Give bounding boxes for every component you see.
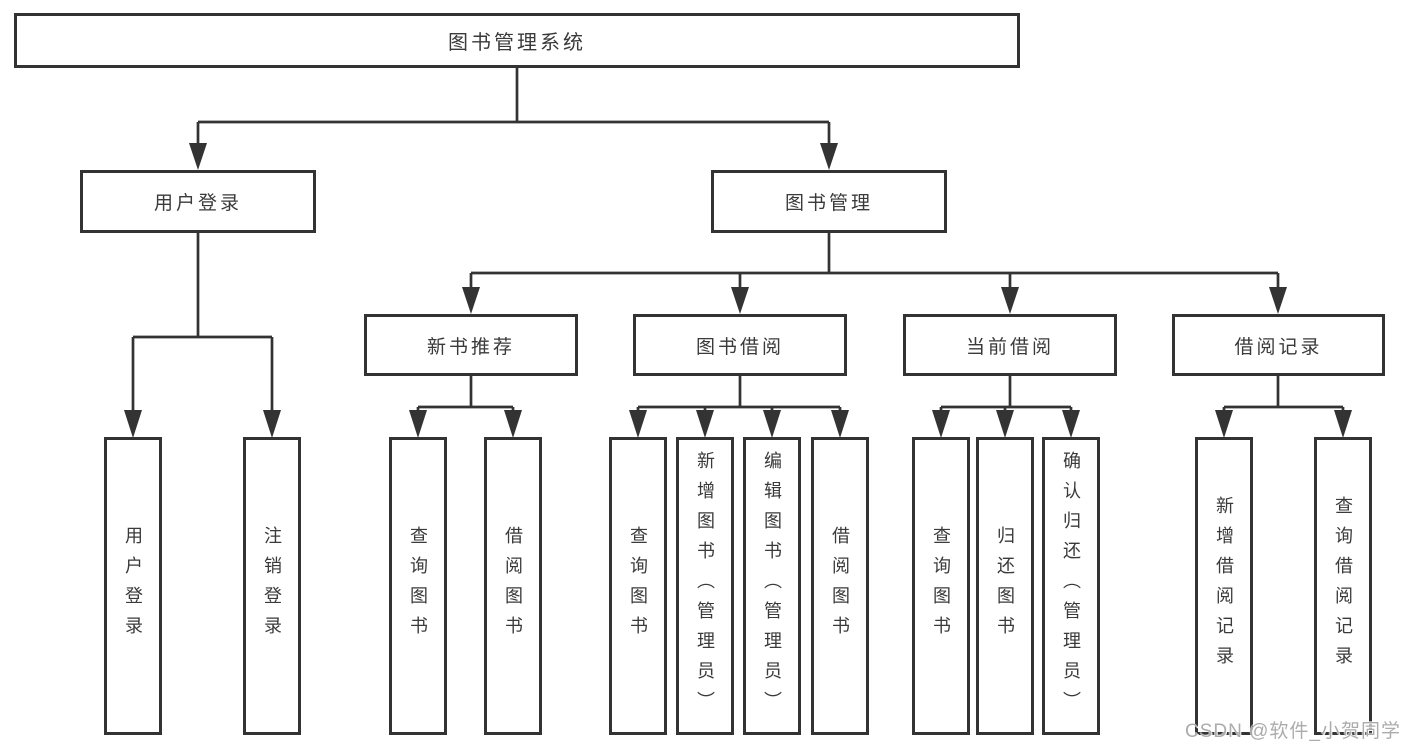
- leaf-return-books: 归还图书: [976, 437, 1034, 735]
- leaf-confirm-return-admin: 确认归还（管理员）: [1042, 437, 1100, 735]
- node-label: 查询借阅记录: [1333, 496, 1353, 676]
- node-label: 当前借阅: [965, 336, 1054, 358]
- leaf-query-books-2: 查询图书: [609, 437, 667, 735]
- leaf-query-books-3: 查询图书: [912, 437, 970, 735]
- node-label: 新增借阅记录: [1214, 496, 1234, 676]
- leaf-logout: 注销登录: [243, 437, 301, 735]
- leaf-add-books-admin: 新增图书（管理员）: [676, 437, 734, 735]
- node-book-management: 图书管理: [711, 170, 947, 233]
- node-label: 用户登录: [153, 193, 242, 214]
- leaf-query-books-1: 查询图书: [389, 437, 447, 735]
- leaf-borrow-books-2: 借阅图书: [811, 437, 869, 735]
- node-label: 编辑图书（管理员）: [762, 451, 782, 721]
- node-label: 图书借阅: [695, 336, 784, 358]
- node-label: 新书推荐: [426, 336, 515, 358]
- leaf-add-borrow-record: 新增借阅记录: [1195, 437, 1253, 735]
- node-borrowing-records: 借阅记录: [1172, 314, 1385, 376]
- node-current-borrowing: 当前借阅: [903, 314, 1117, 376]
- node-label: 查询图书: [408, 526, 428, 646]
- node-library-management-system: 图书管理系统: [14, 13, 1020, 68]
- node-label: 查询图书: [931, 526, 951, 646]
- node-label: 图书管理: [784, 193, 873, 214]
- leaf-edit-books-admin: 编辑图书（管理员）: [743, 437, 801, 735]
- node-label: 用户登录: [123, 526, 143, 646]
- node-user-login: 用户登录: [80, 170, 316, 233]
- csdn-watermark: CSDN @软件_小贺同学: [1185, 721, 1401, 742]
- node-label: 注销登录: [262, 526, 282, 646]
- node-new-book-recommend: 新书推荐: [364, 314, 578, 376]
- node-label: 确认归还（管理员）: [1061, 451, 1081, 721]
- node-label: 借阅图书: [830, 526, 850, 646]
- node-label: 新增图书（管理员）: [695, 451, 715, 721]
- node-label: 查询图书: [628, 526, 648, 646]
- node-label: 借阅记录: [1234, 336, 1323, 358]
- node-label: 借阅图书: [503, 526, 523, 646]
- node-label: 图书管理系统: [448, 32, 586, 54]
- node-book-borrowing: 图书借阅: [633, 314, 847, 376]
- leaf-borrow-books-1: 借阅图书: [484, 437, 542, 735]
- leaf-user-login: 用户登录: [104, 437, 162, 735]
- leaf-query-borrow-record: 查询借阅记录: [1314, 437, 1372, 735]
- node-label: 归还图书: [995, 526, 1015, 646]
